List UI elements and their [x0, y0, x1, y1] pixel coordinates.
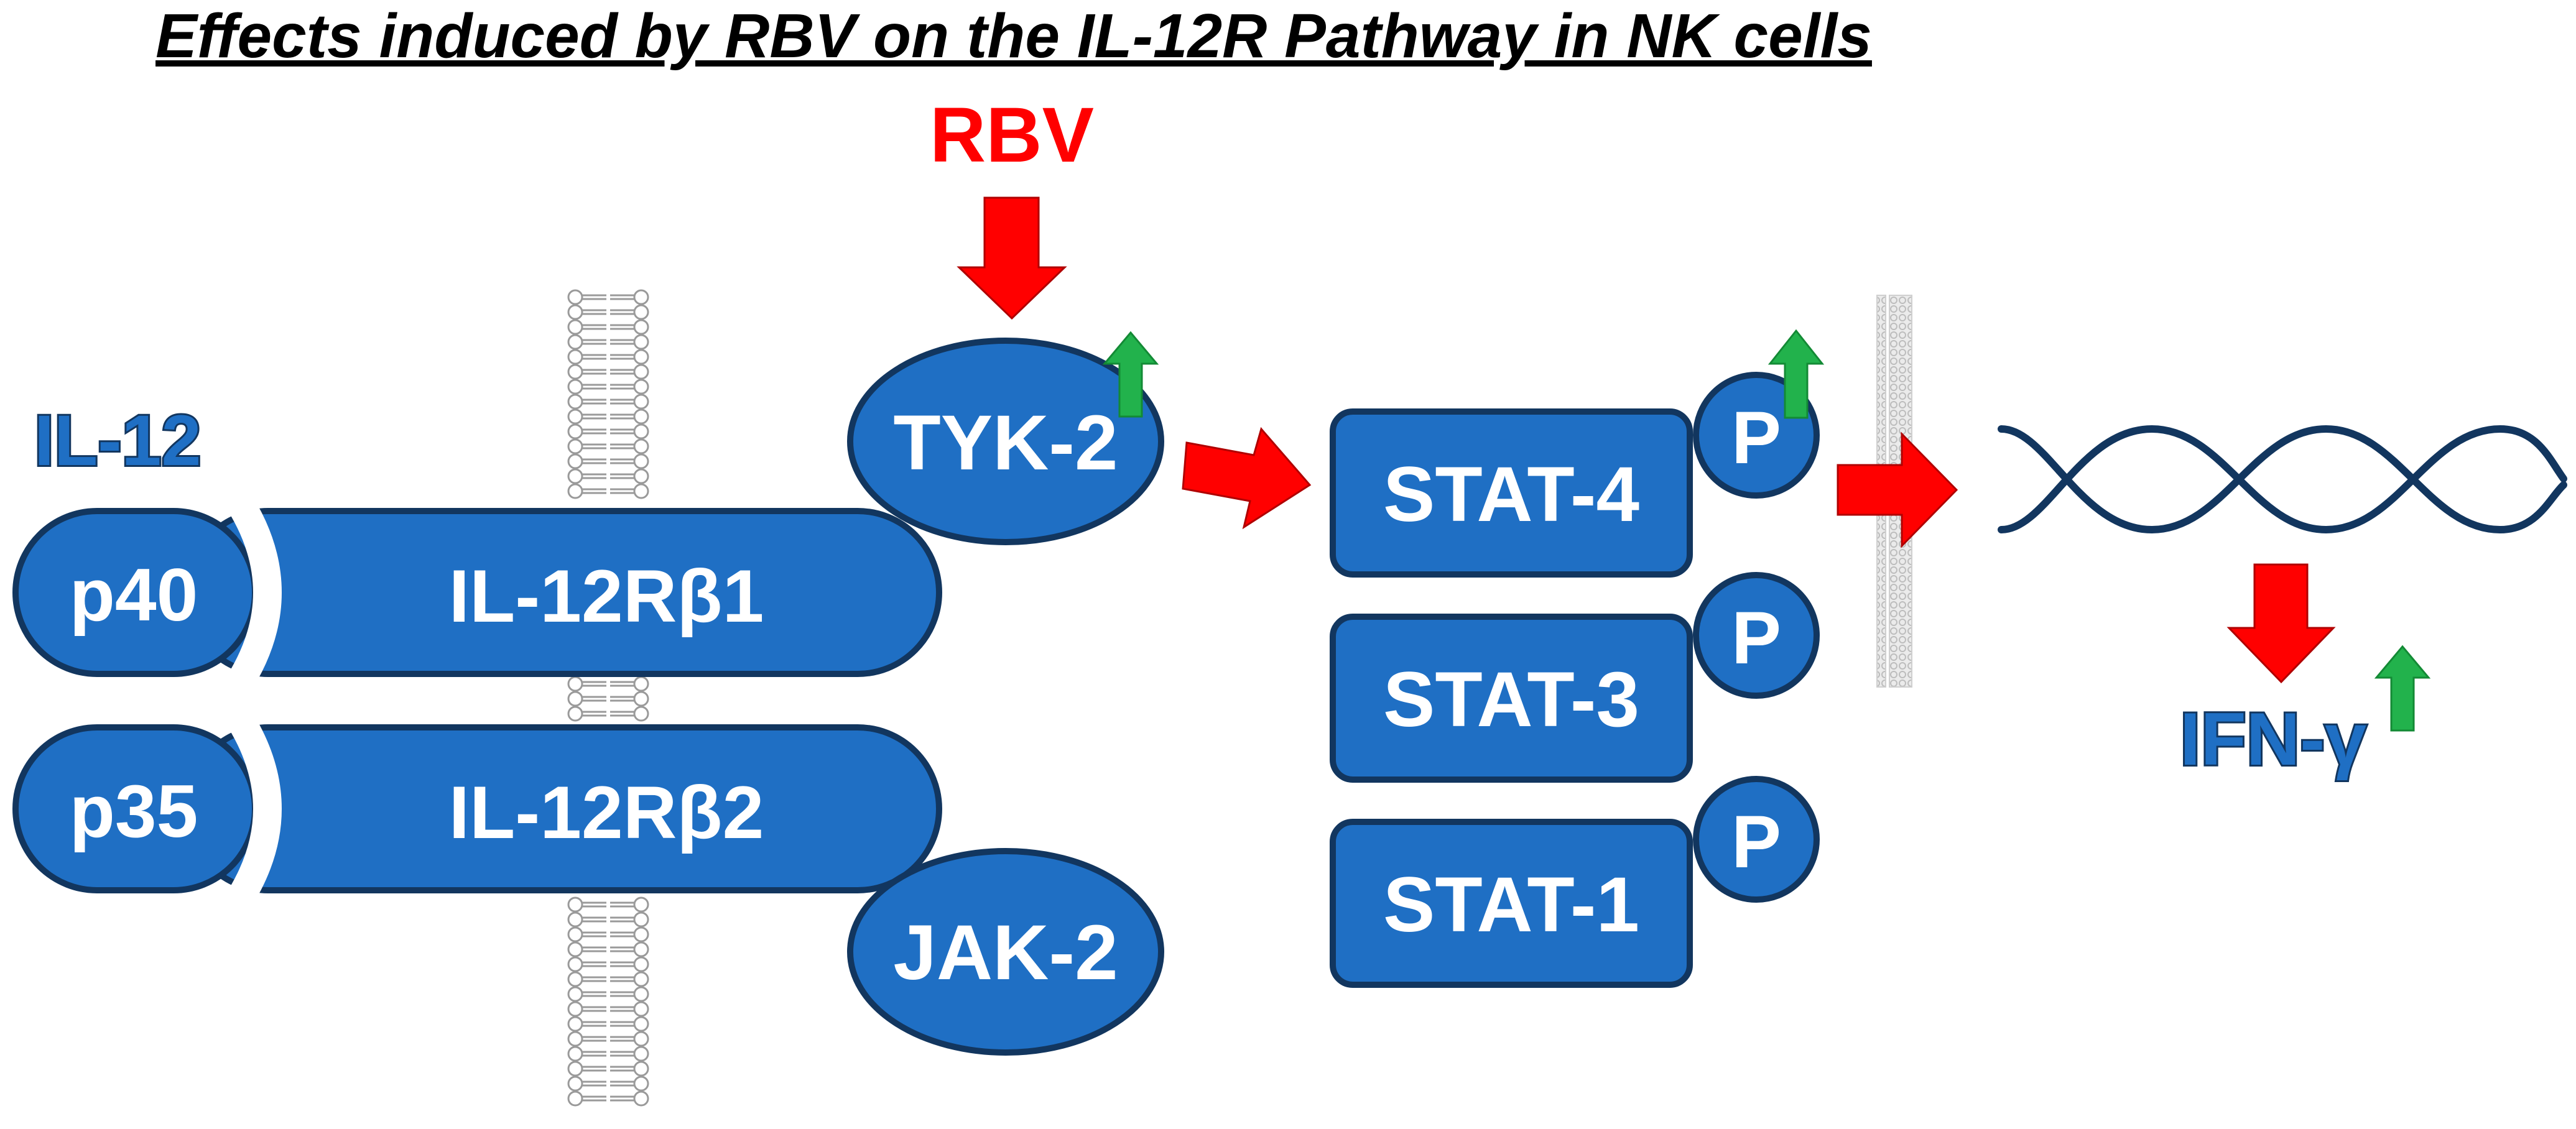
phospholipid-icon	[567, 1061, 649, 1077]
membrane-segment-middle	[567, 676, 649, 722]
rbv-arrow	[957, 196, 1067, 320]
il12r-beta1: IL-12Rβ1	[183, 508, 942, 677]
phospholipid-icon	[567, 379, 649, 395]
jak2-label: JAK-2	[893, 910, 1118, 996]
phosphate-label: P	[1731, 800, 1781, 883]
phospholipid-icon	[567, 334, 649, 350]
stat3-label: STAT-3	[1383, 657, 1639, 743]
jak2-kinase: JAK-2	[847, 848, 1164, 1056]
p35-label: p35	[70, 770, 198, 853]
phospholipid-icon	[567, 706, 649, 722]
membrane-segment-bottom	[567, 896, 649, 1107]
phospholipid-icon	[567, 986, 649, 1002]
phospholipid-icon	[567, 1016, 649, 1032]
dna-helix-icon	[1998, 425, 2567, 534]
phospholipid-icon	[567, 956, 649, 972]
phospholipid-icon	[567, 394, 649, 410]
phospholipid-icon	[567, 349, 649, 365]
p40-subunit: p40	[12, 489, 282, 696]
ifn-gamma-label: IFN-γ	[2180, 698, 2366, 781]
phospholipid-icon	[567, 408, 649, 425]
phospholipid-icon	[567, 1090, 649, 1107]
membrane-segment-top	[567, 289, 649, 499]
stat1-protein: STAT-1	[1330, 819, 1693, 988]
phosphate-stat3: P	[1693, 572, 1820, 699]
phospholipid-icon	[567, 896, 649, 913]
tyk2-label: TYK-2	[893, 400, 1118, 486]
il12-label: IL-12	[34, 401, 201, 481]
phospholipid-icon	[567, 911, 649, 928]
stat3-protein: STAT-3	[1330, 614, 1693, 783]
ifn-increase-icon	[2374, 645, 2431, 732]
phospholipid-icon	[567, 676, 649, 692]
phospholipid-icon	[567, 1046, 649, 1062]
stat4-protein: STAT-4	[1330, 408, 1693, 578]
phospholipid-icon	[567, 1076, 649, 1092]
phospholipid-icon	[567, 971, 649, 987]
phospholipid-icon	[567, 304, 649, 320]
cell-membrane	[567, 289, 649, 1107]
phospholipid-icon	[567, 691, 649, 707]
phospholipid-icon	[567, 319, 649, 335]
diagram-title: Effects induced by RBV on the IL-12R Pat…	[155, 1, 1872, 71]
phospholipid-icon	[567, 483, 649, 499]
il12r-beta2: IL-12Rβ2	[183, 724, 942, 893]
phospholipid-icon	[567, 941, 649, 957]
phosphate-stat1: P	[1693, 776, 1820, 903]
stat4-label: STAT-4	[1383, 451, 1639, 538]
tyk2-increase-icon	[1102, 331, 1159, 418]
phospholipid-icon	[567, 468, 649, 484]
phospholipid-icon	[567, 1001, 649, 1017]
phospholipid-icon	[567, 1031, 649, 1047]
il12r-beta1-label: IL-12Rβ1	[449, 555, 764, 638]
stat1-label: STAT-1	[1383, 862, 1639, 948]
phospholipid-icon	[567, 289, 649, 305]
activation-arrow-icon	[1182, 426, 1312, 530]
phospholipid-icon	[567, 364, 649, 380]
tyk2-kinase: TYK-2	[847, 338, 1164, 545]
ifn-production-arrow-icon	[2226, 563, 2336, 684]
phospholipid-icon	[567, 926, 649, 942]
phosphorylation-increase-icon	[1768, 329, 1825, 419]
phosphate-label: P	[1731, 596, 1781, 680]
phospholipid-icon	[567, 423, 649, 440]
p35-subunit: p35	[12, 706, 282, 912]
nuclear-translocation-arrow-icon	[1837, 431, 1958, 548]
phospholipid-icon	[567, 453, 649, 469]
p40-label: p40	[70, 553, 198, 637]
phosphate-label: P	[1731, 396, 1781, 479]
phospholipid-icon	[567, 438, 649, 454]
il12r-beta2-label: IL-12Rβ2	[449, 771, 764, 854]
rbv-label: RBV	[930, 92, 1094, 178]
